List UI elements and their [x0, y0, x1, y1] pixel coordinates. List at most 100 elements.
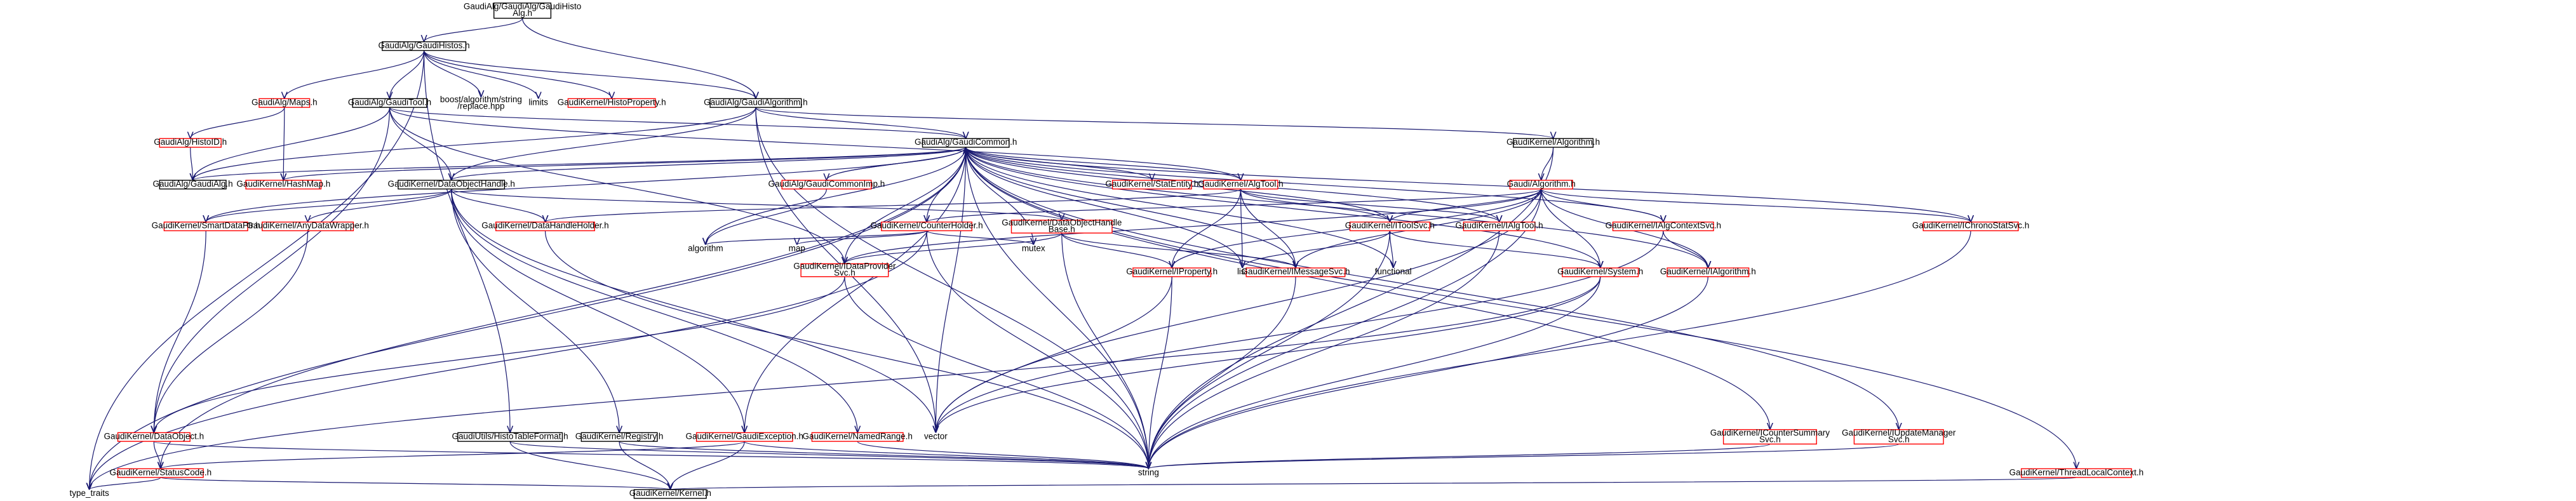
edge-system-to-typetraits [90, 276, 1601, 490]
node-counterholder[interactable]: GaudiKernel/CounterHolder.h [871, 221, 983, 232]
node-box-registry [580, 432, 658, 442]
node-dataobject[interactable]: GaudiKernel/DataObject.h [104, 432, 205, 442]
node-box-kernel [633, 489, 707, 499]
node-box-ichrono [1922, 222, 2019, 232]
node-label-gcimp: GaudiAlg/GaudiCommonImp.h [768, 179, 885, 189]
edge-algtool-to-ialgtool [1240, 189, 1499, 223]
node-histotableformat[interactable]: GaudiUtils/HistoTableFormat.h [452, 432, 568, 442]
node-galgorithm2[interactable]: Gaudi/Algorithm.h [1507, 179, 1576, 190]
edge-counterholder-to-string [926, 230, 1148, 469]
node-label-idataprovider: GaudiKernel/IDataProvider [793, 262, 896, 271]
node-label-root: Alg.h [513, 8, 532, 18]
node-label-namedrange: GaudiKernel/NamedRange.h [803, 432, 913, 441]
node-system[interactable]: GaudiKernel/System.h [1557, 267, 1643, 277]
node-box-dohandle [398, 180, 506, 190]
edge-smartdataptr-to-dataobject [154, 230, 206, 432]
node-histos[interactable]: GaudiAlg/GaudiHistos.h [379, 41, 470, 51]
edge-gexception-to-statuscode [161, 441, 745, 469]
node-box-hashmap [245, 180, 322, 190]
node-ialgtool[interactable]: GaudiKernel/IAlgTool.h [1456, 221, 1543, 232]
edge-gcommon-to-ichrono [965, 147, 1971, 222]
node-label-statuscode: GaudiKernel/StatusCode.h [109, 467, 211, 477]
node-label-list: list [1237, 267, 1248, 276]
edge-statuscode-to-kernel [160, 477, 671, 490]
node-statuscode[interactable]: GaudiKernel/StatusCode.h [109, 467, 211, 478]
node-hashmap[interactable]: GaudiKernel/HashMap.h [236, 179, 330, 190]
node-registry[interactable]: GaudiKernel/Registry.h [575, 432, 664, 442]
edge-ialgcontext-to-vector [936, 230, 1664, 432]
node-ichrono[interactable]: GaudiKernel/IChronoStatSvc.h [1912, 221, 2030, 232]
node-anydatawrapper[interactable]: GaudiKernel/AnyDataWrapper.h [246, 221, 369, 232]
edge-dohandle-to-registry [451, 189, 619, 433]
node-ialgorithm[interactable]: GaudiKernel/IAlgorithm.h [1660, 267, 1756, 277]
node-box-namedrange [811, 432, 904, 442]
node-label-mutex: mutex [1022, 244, 1045, 253]
edge-gcommon-to-list [965, 147, 1243, 268]
edge-system-to-string [1148, 276, 1601, 469]
edge-kalgorithm-to-string [1148, 147, 1554, 469]
node-gcommon[interactable]: GaudiAlg/GaudiCommon.h [915, 137, 1017, 148]
node-algtool[interactable]: GaudiKernel/AlgTool.h [1198, 179, 1284, 190]
node-vector: vector [924, 432, 948, 441]
edge-registry-to-string [619, 441, 1148, 469]
node-label-galg: GaudiAlg/GaudiAlg.h [153, 179, 233, 189]
edge-algtool-to-list [1241, 189, 1243, 268]
node-label-typetraits: type_traits [69, 488, 109, 498]
edge-galgorithm-to-dohandle [452, 107, 756, 180]
node-kalgorithm[interactable]: GaudiKernel/Algorithm.h [1506, 137, 1600, 148]
node-itoolsvc[interactable]: GaudiKernel/IToolSvc.h [1345, 221, 1435, 232]
node-gexception[interactable]: GaudiKernel/GaudiException.h [686, 432, 803, 442]
edge-gexception-to-string [744, 441, 1148, 469]
node-iproperty[interactable]: GaudiKernel/IProperty.h [1126, 267, 1218, 277]
node-histoprop[interactable]: GaudiKernel/HistoProperty.h [558, 98, 666, 108]
edge-galgorithm2-to-itoolsvc [1390, 189, 1542, 222]
node-box-counterholder [881, 222, 973, 232]
node-label-dataobject: GaudiKernel/DataObject.h [104, 432, 205, 441]
node-kernel[interactable]: GaudiKernel/Kernel.h [629, 488, 711, 499]
edge-galgorithm2-to-counterholder [927, 189, 1542, 223]
node-gcimp[interactable]: GaudiAlg/GaudiCommonImp.h [768, 179, 885, 190]
node-statentity[interactable]: GaudiKernel/StatEntity.h [1105, 179, 1198, 190]
node-label-dohandle: GaudiKernel/DataObjectHandle.h [388, 179, 515, 189]
edge-gcommon-to-imessagesvc [965, 147, 1296, 268]
edge-gtool-to-galg [193, 107, 391, 180]
node-imessagesvc[interactable]: GaudiKernel/IMessageSvc.h [1241, 267, 1350, 277]
edge-itoolsvc-to-list [1242, 230, 1390, 269]
node-maps[interactable]: GaudiAlg/Maps.h [252, 98, 318, 108]
edge-gtool-to-idataprovider [389, 107, 845, 264]
edge-algtool-to-dhholder [546, 189, 1242, 223]
edge-galgorithm-to-string [755, 107, 1149, 469]
node-label-icountersummary: GaudiKernel/ICounterSummary [1710, 428, 1830, 438]
edge-gcommon-to-hashmap [283, 147, 967, 181]
node-label-gcommon: GaudiAlg/GaudiCommon.h [915, 137, 1017, 147]
node-namedrange[interactable]: GaudiKernel/NamedRange.h [803, 432, 913, 442]
edge-gcimp-to-algorithmstd [706, 189, 827, 245]
edge-iproperty-to-vector [936, 276, 1172, 433]
edge-histos-to-boost [424, 50, 481, 98]
node-box-imessagesvc [1245, 267, 1346, 277]
edge-histotableformat-to-kernel [509, 441, 670, 490]
edge-galgorithm2-to-idataprovider [845, 189, 1542, 264]
node-galgorithm[interactable]: GaudiAlg/GaudiAlgorithm.h [704, 98, 808, 108]
node-ialgcontext[interactable]: GaudiKernel/IAlgContextSvc.h [1606, 221, 1721, 232]
node-dohandle[interactable]: GaudiKernel/DataObjectHandle.h [388, 179, 515, 190]
node-smartdataptr[interactable]: GaudiKernel/SmartDataPtr.h [152, 221, 260, 232]
node-box-gexception [695, 432, 793, 442]
node-gtool[interactable]: GaudiAlg/GaudiTool.h [348, 98, 431, 108]
node-label-limits: limits [528, 98, 548, 107]
edge-histos-to-histotableformat [424, 50, 511, 433]
node-histoid[interactable]: GaudiAlg/HistoID.h [154, 137, 227, 148]
node-box-gcommon [922, 138, 1010, 148]
node-threadlocal[interactable]: GaudiKernel/ThreadLocalContext.h [2009, 467, 2143, 478]
edge-dohbase-to-imessagesvc [1061, 232, 1296, 269]
edge-dohandle-to-namedrange [451, 189, 857, 433]
node-label-galgorithm: GaudiAlg/GaudiAlgorithm.h [704, 98, 808, 107]
node-label-gexception: GaudiKernel/GaudiException.h [686, 432, 803, 441]
node-dhholder[interactable]: GaudiKernel/DataHandleHolder.h [481, 221, 609, 232]
node-galg[interactable]: GaudiAlg/GaudiAlg.h [153, 179, 233, 190]
